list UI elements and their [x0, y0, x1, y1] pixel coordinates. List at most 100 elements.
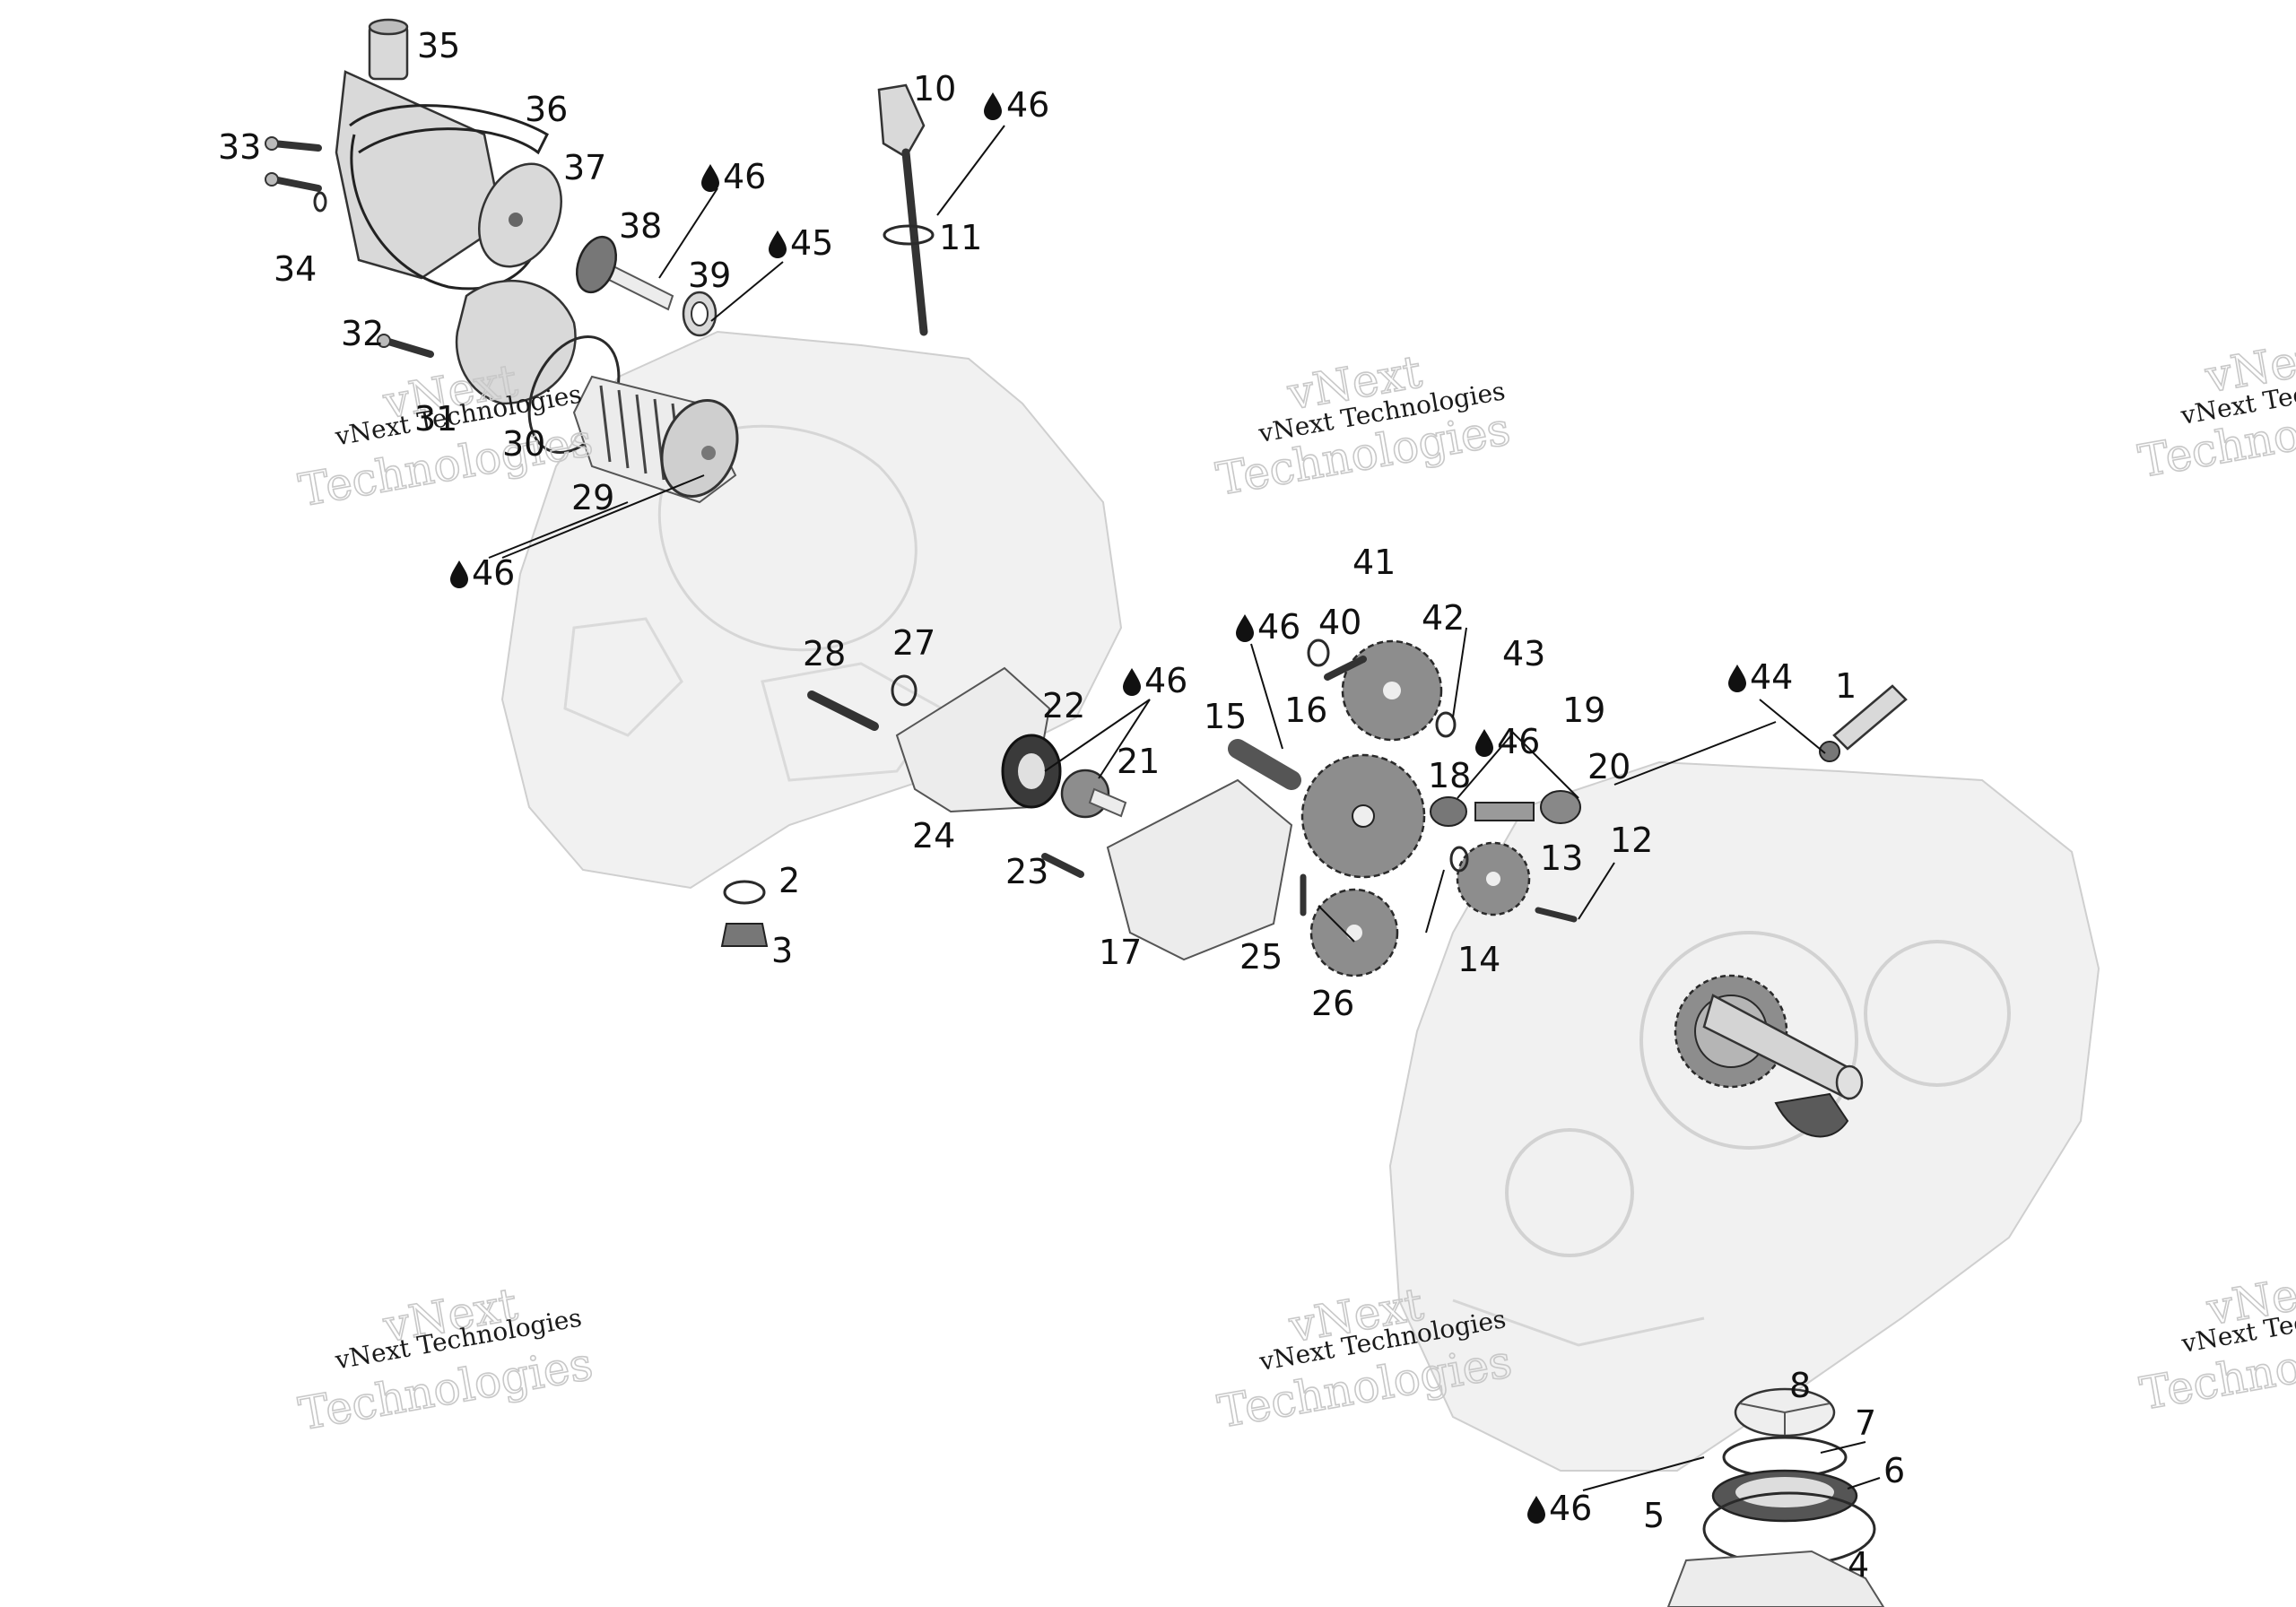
water-pump-cover — [335, 18, 549, 291]
callout-33: 33 — [218, 127, 261, 167]
watermark-4: vNext Technologies vNext Technologies — [294, 1277, 597, 1441]
svg-text:46: 46 — [1497, 722, 1540, 761]
svg-text:44: 44 — [1750, 657, 1793, 697]
leader-lines — [488, 125, 1881, 1491]
callout-42: 42 — [1422, 598, 1465, 638]
pump-rotor-22-center — [1018, 753, 1045, 789]
pin-41 — [1324, 656, 1367, 681]
callout-1: 1 — [1835, 666, 1857, 706]
gear-16 — [1300, 753, 1426, 879]
drain-plug-3 — [720, 923, 769, 947]
callout-16: 16 — [1284, 691, 1327, 730]
callout-36: 36 — [525, 90, 568, 129]
callout-38: 38 — [619, 206, 662, 246]
callout-14: 14 — [1457, 940, 1500, 979]
callout-34: 34 — [274, 249, 317, 289]
relief-valve-18-19-20 — [1430, 790, 1581, 827]
svg-text:46: 46 — [723, 157, 766, 196]
crankshaft-gear — [1674, 974, 1864, 1138]
svg-text:46: 46 — [1257, 607, 1300, 647]
callout-20: 20 — [1587, 747, 1631, 786]
oil-drop-icon — [701, 164, 719, 192]
oil-filter — [572, 375, 739, 504]
oil-drop-icon — [1236, 614, 1254, 642]
engine-casing-right — [1388, 760, 2100, 1472]
callout-22: 22 — [1042, 686, 1085, 725]
callout-24: 24 — [912, 816, 955, 856]
oil-drop-icon — [1475, 729, 1493, 757]
oil-drop-icon — [1728, 665, 1746, 692]
callout-39: 39 — [688, 256, 731, 295]
watermark-6: vNext Technologies vNext Technologies — [2135, 1260, 2296, 1420]
oil-filter-cover — [377, 279, 577, 405]
callout-13: 13 — [1540, 838, 1583, 878]
callout-21: 21 — [1117, 742, 1160, 781]
callout-29: 29 — [571, 478, 614, 517]
clip-43 — [1435, 711, 1457, 738]
oil-drop-icon — [984, 92, 1002, 120]
washer-40 — [1307, 638, 1330, 667]
callout-15: 15 — [1204, 697, 1247, 736]
pump-shaft-21 — [1060, 769, 1127, 819]
oil-callout-45: 45 — [769, 223, 833, 263]
pin-28 — [807, 691, 879, 731]
callout-37: 37 — [563, 148, 606, 187]
callout-2: 2 — [778, 861, 800, 900]
gasket-2 — [723, 880, 766, 905]
oil-callout-46-g: 46 — [1527, 1489, 1592, 1528]
callout-5: 5 — [1643, 1496, 1665, 1535]
gear-13 — [1456, 841, 1531, 916]
callout-26: 26 — [1311, 984, 1354, 1023]
oil-pressure-sensor — [1819, 684, 1908, 762]
callout-3: 3 — [771, 931, 793, 970]
svg-text:45: 45 — [790, 223, 833, 263]
impeller-hub — [509, 213, 523, 227]
oil-pump-housing-17 — [1106, 778, 1293, 961]
callout-43: 43 — [1502, 634, 1545, 673]
callout-30: 30 — [502, 424, 545, 464]
callout-7: 7 — [1855, 1403, 1876, 1443]
oil-drop-icon — [769, 230, 787, 258]
watermark-2: vNext Technologies vNext Technologies — [1212, 345, 1515, 507]
dipstick — [877, 83, 935, 336]
callout-10: 10 — [913, 69, 956, 109]
callout-23: 23 — [1005, 852, 1048, 891]
callout-35: 35 — [417, 26, 460, 65]
callout-11: 11 — [939, 218, 982, 257]
callout-25: 25 — [1239, 937, 1283, 977]
clip-14 — [1449, 846, 1469, 873]
bolt-33 — [265, 136, 322, 192]
part-callouts: 35 36 37 33 34 38 39 32 31 30 29 10 11 2… — [218, 26, 1905, 1585]
oil-callout-46-c: 46 — [450, 553, 515, 593]
svg-text:46: 46 — [1549, 1489, 1592, 1528]
callout-17: 17 — [1099, 933, 1142, 972]
svg-text:46: 46 — [472, 553, 515, 593]
oring-27 — [891, 674, 918, 707]
callout-4: 4 — [1848, 1545, 1869, 1585]
pump-shaft — [576, 235, 674, 311]
washer-34 — [313, 191, 327, 213]
callout-28: 28 — [803, 634, 846, 673]
svg-text:46: 46 — [1006, 85, 1049, 125]
callout-19: 19 — [1562, 691, 1605, 730]
callout-27: 27 — [892, 623, 935, 663]
gear-26 — [1309, 888, 1399, 977]
oil-callout-46-e: 46 — [1123, 661, 1187, 700]
oil-drop-icon — [1123, 668, 1141, 696]
oil-callouts: 46 46 45 46 46 46 46 44 — [450, 85, 1793, 1528]
callout-8: 8 — [1789, 1366, 1811, 1405]
pin-23 — [1041, 853, 1084, 878]
callout-32: 32 — [341, 314, 384, 353]
oil-drop-icon — [450, 560, 468, 588]
oil-callout-46-a: 46 — [984, 85, 1049, 125]
oil-drop-icon — [1527, 1496, 1545, 1524]
pin-15 — [1228, 739, 1301, 790]
callout-12: 12 — [1610, 821, 1653, 860]
oil-callout-44: 44 — [1728, 657, 1793, 697]
callout-18: 18 — [1428, 756, 1471, 795]
callout-41: 41 — [1352, 543, 1396, 582]
gear-42 — [1341, 639, 1443, 742]
pin-12 — [1535, 907, 1578, 923]
watermark-3: vNext Technologies vNext Technologies — [2135, 327, 2296, 488]
